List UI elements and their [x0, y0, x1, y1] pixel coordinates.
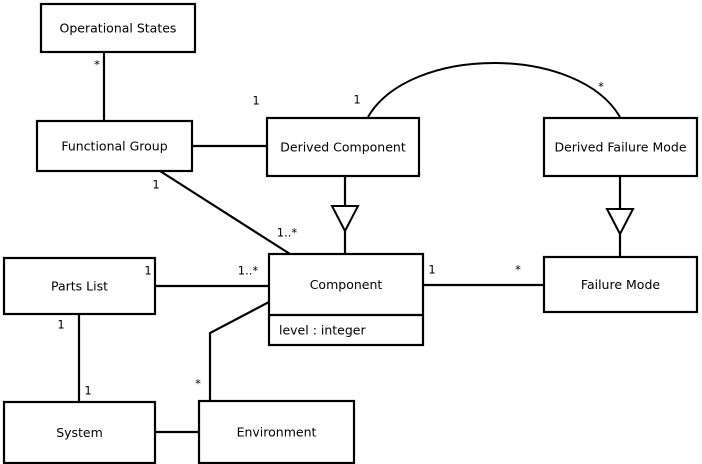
association-line — [159, 170, 291, 255]
multiplicity-label-mult-environment: * — [195, 377, 201, 391]
multiplicity-label-mult-failure-mode: * — [515, 263, 521, 277]
class-name-label: Environment — [237, 425, 317, 440]
multiplicities-layer: * 1 1 * 1 1..* 1 1..* 1 * 1 1 * — [57, 58, 604, 398]
class-box-outline — [2, 400, 157, 464]
class-box-outline — [267, 252, 425, 347]
association-derived-failure-mode-generalization — [605, 176, 635, 257]
multiplicity-label-mult-component-diag: 1..* — [277, 226, 298, 240]
association-line — [208, 301, 270, 401]
multiplicity-label-mult-component-parts-list: 1..* — [238, 264, 259, 278]
multiplicity-label-mult-functional-group-diag: 1 — [152, 178, 159, 192]
class-box-component[interactable]: Component level : integer — [267, 252, 425, 347]
multiplicity-label-mult-parts-list: 1 — [144, 264, 151, 278]
multiplicity-label-mult-parts-list-system-bottom: 1 — [84, 384, 91, 398]
class-name-label: Parts List — [51, 279, 108, 294]
class-name-label: Failure Mode — [581, 277, 660, 292]
multiplicity-label-mult-parts-list-system-top: 1 — [57, 318, 64, 332]
class-name-label: Operational States — [60, 21, 177, 36]
association-functional-group-component — [159, 170, 291, 255]
generalization-triangle-icon — [605, 208, 635, 237]
class-box-environment[interactable]: Environment — [197, 399, 356, 464]
association-component-environment — [208, 301, 270, 401]
class-name-label: Component — [310, 277, 383, 292]
class-box-outline — [39, 2, 197, 54]
generalization-triangle-icon — [330, 205, 360, 234]
class-name-label: Functional Group — [61, 139, 167, 154]
class-box-derived-component[interactable]: Derived Component — [265, 116, 421, 178]
class-box-outline — [2, 256, 157, 316]
class-box-outline — [542, 255, 699, 314]
class-name-label: Derived Component — [280, 140, 406, 155]
class-box-outline — [265, 116, 421, 178]
class-box-derived-failure-mode[interactable]: Derived Failure Mode — [542, 116, 699, 178]
class-box-failure-mode[interactable]: Failure Mode — [542, 255, 699, 314]
multiplicity-label-mult-functional-group-derived-component: 1 — [252, 94, 259, 108]
class-box-outline — [197, 399, 356, 464]
association-line — [367, 62, 621, 118]
class-name-label: System — [56, 425, 103, 440]
class-attribute-label: level : integer — [279, 323, 366, 338]
association-derived-component-derived-failure-mode — [367, 62, 621, 118]
multiplicity-label-mult-operational-states: * — [94, 58, 100, 72]
class-box-functional-group[interactable]: Functional Group — [35, 119, 194, 173]
class-box-system[interactable]: System — [2, 400, 157, 464]
class-box-operational-states[interactable]: Operational States — [39, 2, 197, 54]
associations-layer — [77, 52, 635, 434]
class-box-outline — [542, 116, 699, 178]
multiplicity-label-mult-component-failure: 1 — [428, 263, 435, 277]
class-name-label: Derived Failure Mode — [554, 140, 686, 155]
multiplicity-label-mult-derived-component-curve: 1 — [353, 93, 360, 107]
association-derived-component-generalization — [330, 176, 360, 254]
class-box-outline — [35, 119, 194, 173]
class-box-parts-list[interactable]: Parts List — [2, 256, 157, 316]
multiplicity-label-mult-derived-failure-mode-curve: * — [598, 80, 604, 94]
